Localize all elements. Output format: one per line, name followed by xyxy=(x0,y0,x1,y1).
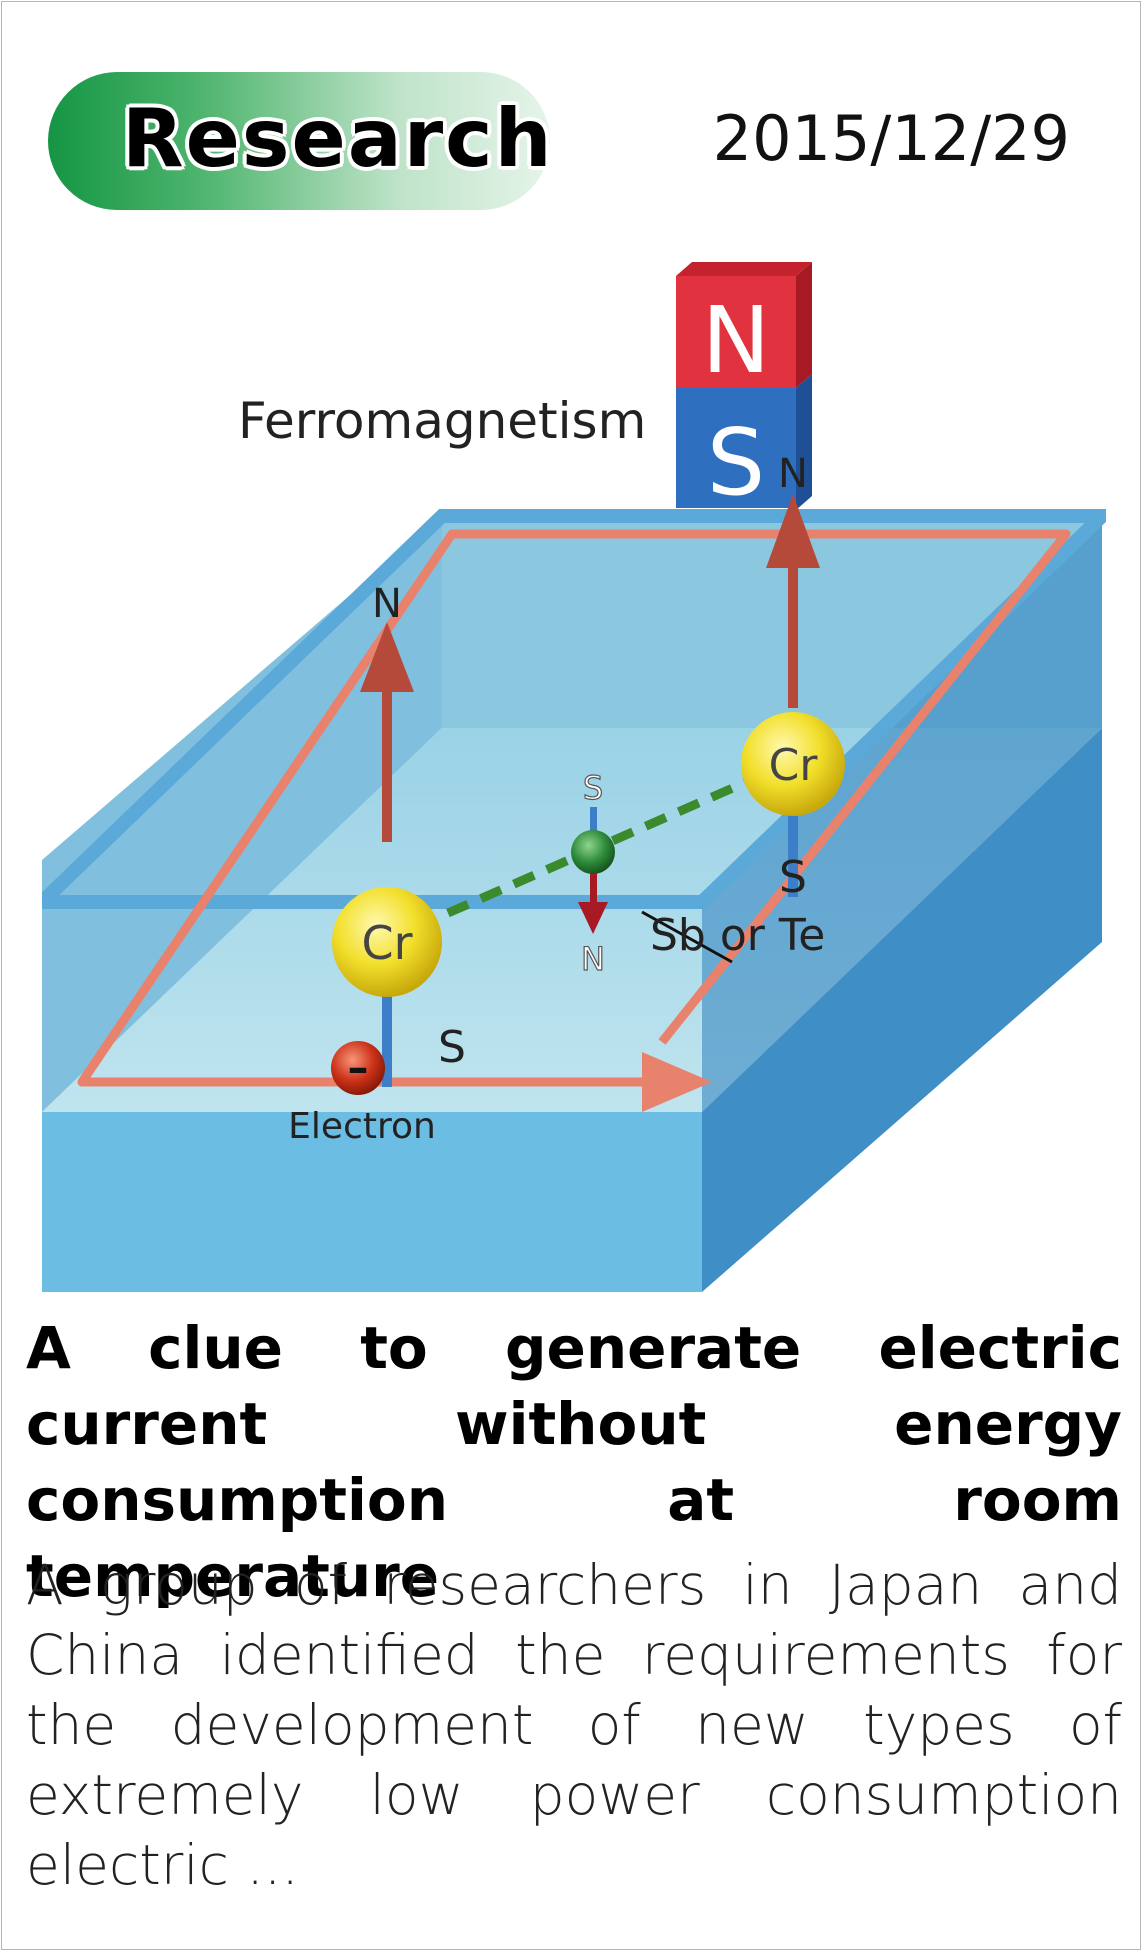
electron-symbol: – xyxy=(348,1043,369,1092)
right-spin-n-label: N xyxy=(778,451,808,497)
ferromagnetism-label: Ferromagnetism xyxy=(238,392,646,450)
sb-te-label: Sb or Te xyxy=(650,910,825,961)
right-spin-arrow xyxy=(766,494,820,568)
slab-front-face xyxy=(42,1112,702,1292)
ferromagnetism-illustration: N S Ferromagnetism Cr N S Cr N S S N Sb … xyxy=(42,262,1106,1292)
slab-right-face xyxy=(702,728,1102,1292)
category-badge[interactable]: Research xyxy=(48,72,552,210)
right-spin-stem-top xyxy=(788,538,798,708)
article-title[interactable]: A clue to generate electric current with… xyxy=(26,1314,1122,1610)
magnet-south-side xyxy=(796,374,812,510)
post-date: 2015/12/29 xyxy=(712,102,1070,175)
electron-label: Electron xyxy=(288,1106,436,1147)
right-cr-label: Cr xyxy=(769,740,819,791)
right-cr-atom xyxy=(741,712,845,816)
electron xyxy=(331,1041,385,1095)
left-spin-stem-bottom xyxy=(382,962,392,1087)
middle-spin-arrow xyxy=(578,902,608,934)
left-spin-stem-top xyxy=(382,662,392,842)
slab-top-rim xyxy=(42,509,1106,909)
article-summary: A group of researchers in Japan and Chin… xyxy=(26,1553,1122,1897)
sb-te-atom xyxy=(571,830,615,874)
left-spin-n-label: N xyxy=(372,581,402,627)
left-spin-arrow xyxy=(360,622,414,692)
middle-spin-s-label: S xyxy=(583,769,603,807)
category-label: Research xyxy=(122,92,554,185)
middle-spin-stem-bottom xyxy=(590,862,597,912)
label-pointer-line xyxy=(641,910,733,964)
right-spin-stem-bottom xyxy=(788,782,798,897)
magnet-north-label: N xyxy=(702,287,771,394)
magnet-south-face xyxy=(676,388,796,508)
magnet-north-side xyxy=(796,262,812,388)
middle-spin-n-label: N xyxy=(581,940,605,978)
middle-spin-stem-top xyxy=(590,807,597,847)
magnet-south-label: S xyxy=(707,409,765,516)
current-loop xyxy=(77,529,1071,1087)
current-arrow-head xyxy=(642,1052,712,1112)
left-cr-label: Cr xyxy=(361,916,412,970)
right-spin-s-label: S xyxy=(779,852,807,903)
magnet-top xyxy=(676,262,812,276)
left-spin-s-label: S xyxy=(438,1022,466,1073)
magnet-north-face xyxy=(676,276,796,388)
slab-left-wall xyxy=(42,516,442,1112)
slab-right-wall xyxy=(702,516,1102,1112)
left-cr-atom xyxy=(332,887,442,997)
